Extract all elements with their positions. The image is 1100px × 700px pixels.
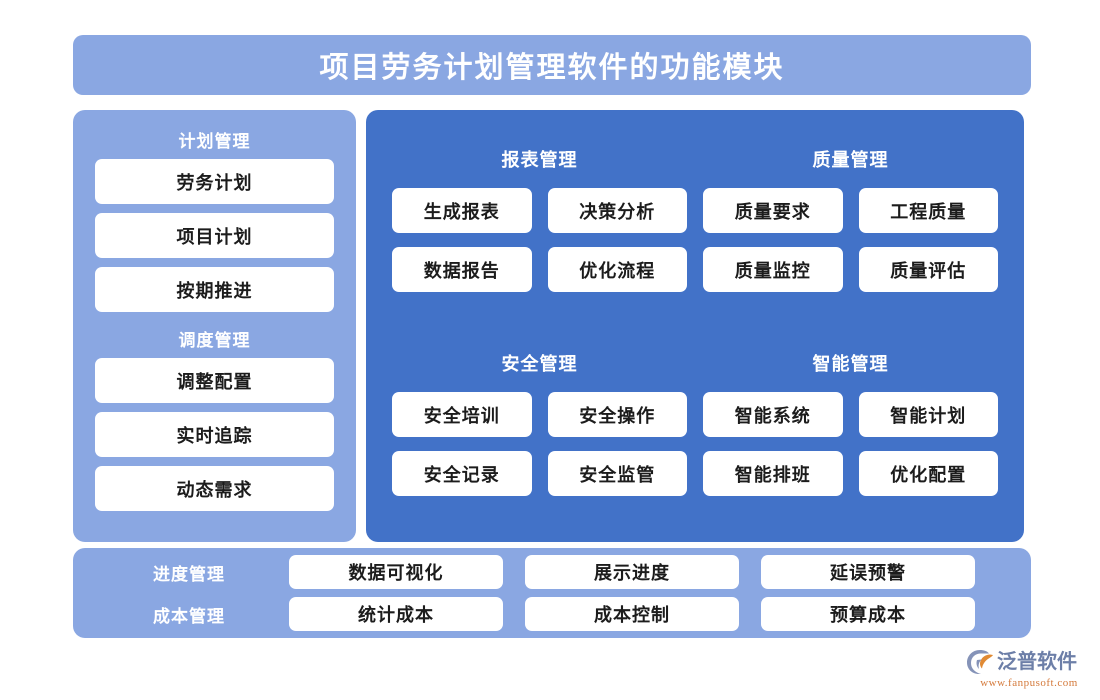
- fanpu-swoosh-logo-icon: [967, 650, 993, 674]
- quadrant-grid-safety: 安全培训 安全操作 安全记录 安全监管: [392, 392, 687, 496]
- card-decision-analysis[interactable]: 决策分析: [547, 188, 687, 233]
- card-data-visualization[interactable]: 数据可视化: [289, 555, 503, 589]
- bottom-label-cost: 成本管理: [153, 606, 225, 626]
- quadrant-safety-management: 安全管理 安全培训 安全操作 安全记录 安全监管: [384, 324, 695, 528]
- card-safety-operation[interactable]: 安全操作: [547, 392, 687, 437]
- bottom-row-cost: 成本管理 统计成本 成本控制 预算成本: [89, 597, 1015, 631]
- main-row-top: 报表管理 生成报表 决策分析 数据报告 优化流程 质量管理 质量要求 工程质量 …: [384, 120, 1006, 324]
- quadrant-title-safety: 安全管理: [501, 354, 578, 374]
- sidebar-item-adjust-config[interactable]: 调整配置: [95, 358, 334, 403]
- sidebar-item-realtime-track[interactable]: 实时追踪: [95, 412, 334, 457]
- sidebar-item-dynamic-demand[interactable]: 动态需求: [95, 466, 334, 511]
- card-statistics-cost[interactable]: 统计成本: [289, 597, 503, 631]
- card-quality-assessment[interactable]: 质量评估: [858, 247, 998, 292]
- card-optimize-process[interactable]: 优化流程: [547, 247, 687, 292]
- sidebar-item-on-schedule[interactable]: 按期推进: [95, 267, 334, 312]
- card-intelligent-system[interactable]: 智能系统: [703, 392, 843, 437]
- sidebar-panel: 计划管理 劳务计划 项目计划 按期推进 调度管理 调整配置 实时追踪 动态需求: [73, 110, 356, 542]
- quadrant-grid-intelligent: 智能系统 智能计划 智能排班 优化配置: [703, 392, 998, 496]
- quadrant-quality-management: 质量管理 质量要求 工程质量 质量监控 质量评估: [695, 120, 1006, 324]
- header-banner: 项目劳务计划管理软件的功能模块: [73, 35, 1031, 95]
- card-intelligent-plan[interactable]: 智能计划: [858, 392, 998, 437]
- bottom-cards-progress: 数据可视化 展示进度 延误预警: [289, 555, 1015, 589]
- card-intelligent-scheduling[interactable]: 智能排班: [703, 451, 843, 496]
- sidebar-item-labor-plan[interactable]: 劳务计划: [95, 159, 334, 204]
- bottom-panel: 进度管理 数据可视化 展示进度 延误预警 成本管理 统计成本 成本控制 预算成本: [73, 548, 1031, 638]
- quadrant-grid-quality: 质量要求 工程质量 质量监控 质量评估: [703, 188, 998, 292]
- quadrant-report-management: 报表管理 生成报表 决策分析 数据报告 优化流程: [384, 120, 695, 324]
- bottom-label-progress: 进度管理: [153, 564, 225, 584]
- quadrant-title-intelligent: 智能管理: [812, 354, 889, 374]
- main-module-panel: 报表管理 生成报表 决策分析 数据报告 优化流程 质量管理 质量要求 工程质量 …: [366, 110, 1024, 542]
- logo-company-name: 泛普软件: [997, 651, 1077, 673]
- main-row-bottom: 安全管理 安全培训 安全操作 安全记录 安全监管 智能管理 智能系统 智能计划 …: [384, 324, 1006, 528]
- card-quality-requirement[interactable]: 质量要求: [703, 188, 843, 233]
- card-quality-monitoring[interactable]: 质量监控: [703, 247, 843, 292]
- quadrant-intelligent-management: 智能管理 智能系统 智能计划 智能排班 优化配置: [695, 324, 1006, 528]
- bottom-cards-cost: 统计成本 成本控制 预算成本: [289, 597, 1015, 631]
- quadrant-grid-report: 生成报表 决策分析 数据报告 优化流程: [392, 188, 687, 292]
- card-safety-record[interactable]: 安全记录: [392, 451, 532, 496]
- page-title: 项目劳务计划管理软件的功能模块: [319, 52, 785, 84]
- card-budget-cost[interactable]: 预算成本: [761, 597, 975, 631]
- sidebar-group-title-plan: 计划管理: [178, 132, 251, 151]
- sidebar-item-project-plan[interactable]: 项目计划: [95, 213, 334, 258]
- logo-website-url: www.fanpusoft.com: [980, 677, 1078, 689]
- quadrant-title-report: 报表管理: [501, 150, 578, 170]
- bottom-row-progress: 进度管理 数据可视化 展示进度 延误预警: [89, 555, 1015, 589]
- card-optimize-allocation[interactable]: 优化配置: [858, 451, 998, 496]
- card-safety-supervision[interactable]: 安全监管: [547, 451, 687, 496]
- card-cost-control[interactable]: 成本控制: [525, 597, 739, 631]
- card-safety-training[interactable]: 安全培训: [392, 392, 532, 437]
- quadrant-title-quality: 质量管理: [812, 150, 889, 170]
- card-show-progress[interactable]: 展示进度: [525, 555, 739, 589]
- card-generate-report[interactable]: 生成报表: [392, 188, 532, 233]
- logo-top-row: 泛普软件: [966, 648, 1092, 676]
- brand-logo: 泛普软件 www.fanpusoft.com: [966, 648, 1092, 692]
- card-data-report[interactable]: 数据报告: [392, 247, 532, 292]
- sidebar-group-title-dispatch: 调度管理: [178, 331, 251, 350]
- card-engineering-quality[interactable]: 工程质量: [858, 188, 998, 233]
- card-delay-warning[interactable]: 延误预警: [761, 555, 975, 589]
